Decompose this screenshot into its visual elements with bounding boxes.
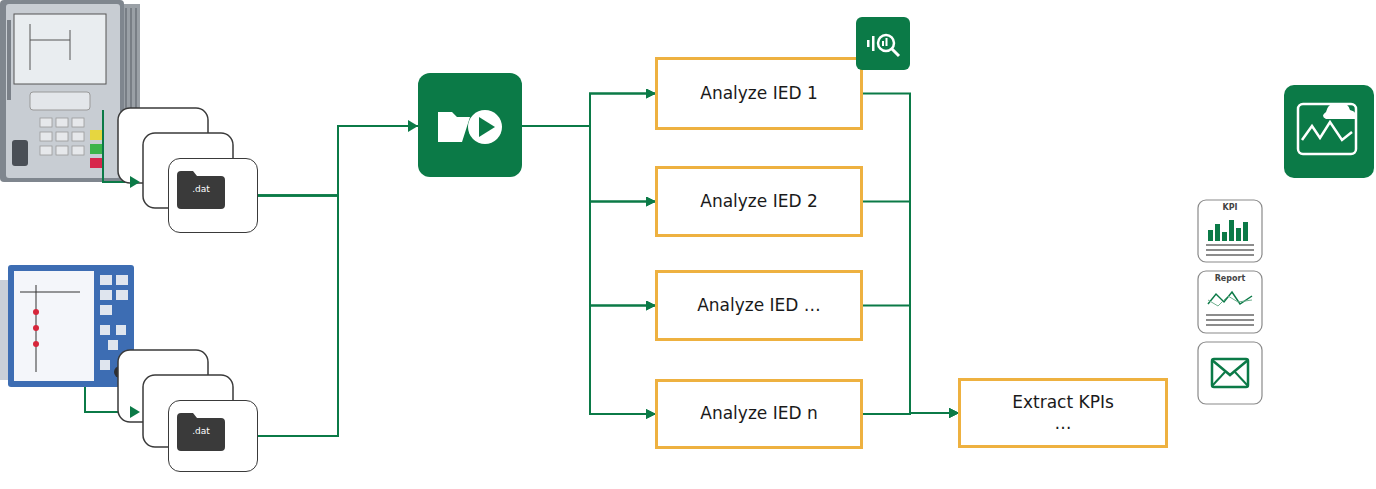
flow-connector [863, 94, 958, 414]
kpi-icon [1198, 200, 1262, 262]
box-label: Analyze IED … [697, 295, 821, 316]
box-label: Analyze IED 2 [700, 191, 817, 212]
icon-caption: KPI [1198, 204, 1262, 212]
data-file: .dat [168, 400, 258, 472]
process-box: Analyze IED 1 [655, 57, 863, 130]
box-label: Analyze IED 1 [700, 83, 817, 104]
controller-device [0, 265, 134, 387]
process-box: Analyze IED n [655, 379, 863, 449]
icon-caption: Report [1198, 275, 1262, 283]
process-box: Extract KPIs… [958, 378, 1168, 448]
process-box: Analyze IED 2 [655, 166, 863, 237]
report-icon [1198, 271, 1262, 333]
analysis-icon [856, 17, 910, 70]
file-extension: .dat [177, 427, 225, 436]
flow-connector [863, 306, 958, 414]
process-box: Analyze IED … [655, 270, 863, 341]
cloud-dashboard-icon [1284, 85, 1374, 178]
flow-connector [863, 413, 958, 414]
run-icon [408, 73, 522, 177]
box-label: Extract KPIs [1012, 392, 1114, 413]
data-file: .dat [168, 158, 258, 233]
flow-connector [863, 202, 958, 414]
file-extension: .dat [177, 185, 225, 194]
box-label: … [1055, 413, 1072, 434]
box-label: Analyze IED n [700, 403, 817, 424]
mail-icon [1198, 342, 1262, 404]
